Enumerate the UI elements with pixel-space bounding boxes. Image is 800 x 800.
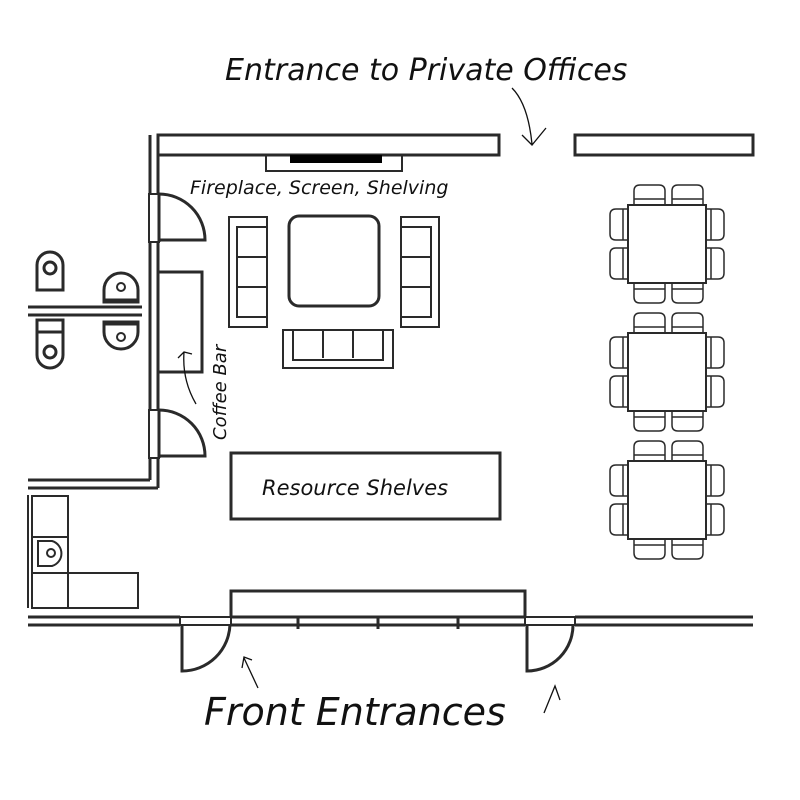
arrow-coffee-bar bbox=[177, 351, 197, 405]
dining-table-2 bbox=[609, 312, 725, 432]
chair bbox=[633, 283, 666, 304]
top-wall bbox=[156, 133, 755, 157]
label-fireplace: Fireplace, Screen, Shelving bbox=[190, 177, 448, 199]
front-door-right bbox=[524, 616, 576, 673]
exterior-fixture bbox=[28, 250, 142, 370]
chair bbox=[609, 208, 628, 241]
table-top bbox=[627, 332, 707, 412]
front-wall bbox=[28, 589, 753, 629]
table-top bbox=[627, 204, 707, 284]
arrow-private-offices bbox=[511, 87, 547, 146]
screen bbox=[290, 155, 382, 163]
label-front-entrances: Front Entrances bbox=[204, 690, 506, 734]
chair bbox=[633, 312, 666, 333]
kitchenette bbox=[27, 495, 139, 609]
left-wall bbox=[28, 135, 160, 490]
chair bbox=[671, 312, 704, 333]
resource-shelves bbox=[229, 451, 502, 521]
coffee-bar-counter bbox=[156, 270, 204, 374]
sink bbox=[37, 540, 63, 567]
sofa-bottom bbox=[282, 329, 394, 369]
chair bbox=[671, 411, 704, 432]
left-door-bottom bbox=[148, 408, 207, 459]
chair bbox=[706, 464, 725, 497]
table-top bbox=[627, 460, 707, 540]
dining-table-3 bbox=[609, 440, 725, 560]
chair bbox=[633, 539, 666, 560]
chair bbox=[706, 375, 725, 408]
front-door-left bbox=[179, 616, 232, 673]
chair bbox=[609, 247, 628, 280]
arrow-front-left bbox=[241, 656, 259, 689]
chair bbox=[609, 336, 628, 369]
coffee-table bbox=[287, 214, 381, 308]
dining-table-1 bbox=[609, 184, 725, 304]
chair bbox=[609, 375, 628, 408]
chair bbox=[671, 539, 704, 560]
chair bbox=[609, 503, 628, 536]
sofa-right bbox=[400, 216, 440, 328]
chair bbox=[706, 208, 725, 241]
sofa-left bbox=[228, 216, 268, 328]
chair bbox=[671, 184, 704, 205]
label-resource-shelves: Resource Shelves bbox=[262, 476, 448, 500]
chair bbox=[633, 184, 666, 205]
label-private-offices: Entrance to Private Offices bbox=[225, 53, 627, 88]
chair bbox=[706, 336, 725, 369]
chair bbox=[671, 440, 704, 461]
left-door-top bbox=[148, 192, 207, 243]
chair bbox=[671, 283, 704, 304]
arrow-front-right bbox=[543, 684, 561, 714]
chair bbox=[706, 247, 725, 280]
chair bbox=[609, 464, 628, 497]
label-coffee-bar: Coffee Bar bbox=[210, 343, 231, 440]
chair bbox=[706, 503, 725, 536]
fireplace-unit bbox=[265, 154, 403, 172]
chair bbox=[633, 411, 666, 432]
chair bbox=[633, 440, 666, 461]
